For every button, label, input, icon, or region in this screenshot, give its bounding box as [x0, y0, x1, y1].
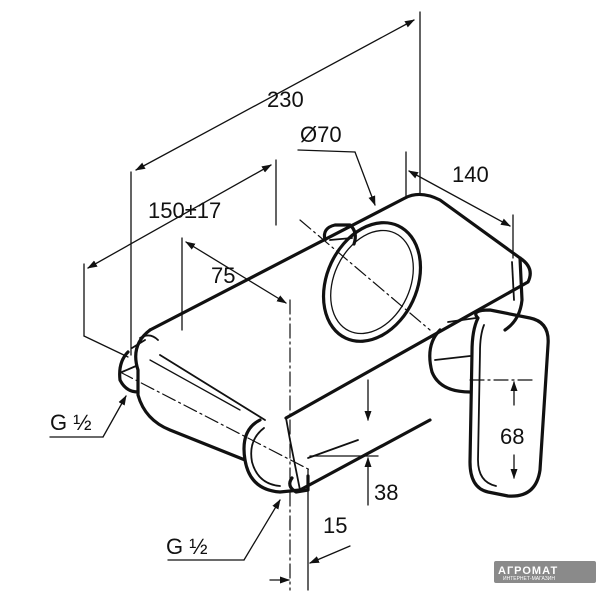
left-inlet — [118, 334, 159, 394]
dimension-150: 150±17 — [83, 159, 277, 358]
dimension-230: 230 — [130, 11, 421, 356]
dimension-diameter: Ø70 — [297, 122, 376, 206]
dimension-15: 15 — [269, 469, 351, 591]
label-inlet-bottom: G ½ — [166, 534, 208, 559]
label-140: 140 — [452, 162, 489, 187]
lever-handle — [428, 308, 550, 498]
watermark-brand: АГРОМАТ — [498, 565, 558, 577]
watermark-tagline: ИНТЕРНЕТ-МАГАЗИН — [503, 576, 555, 582]
dimension-38: 38 — [309, 379, 398, 506]
label-inlet-left: G ½ — [50, 410, 92, 435]
label-38: 38 — [374, 480, 398, 505]
label-68: 68 — [500, 424, 524, 449]
dimension-inlet-bottom: G ½ — [166, 499, 281, 561]
label-75: 75 — [211, 263, 235, 288]
label-230: 230 — [267, 87, 304, 112]
label-diameter: Ø70 — [300, 122, 342, 147]
watermark: АГРОМАТ ИНТЕРНЕТ-МАГАЗИН — [494, 561, 596, 583]
dimension-75: 75 — [181, 237, 287, 331]
dimension-140: 140 — [405, 151, 514, 259]
label-150: 150±17 — [148, 198, 221, 223]
label-15: 15 — [323, 513, 347, 538]
dimension-68: 68 — [500, 381, 524, 479]
watermark-bg — [494, 561, 596, 583]
outlet — [288, 439, 359, 494]
spindle-circle — [321, 221, 423, 343]
axis-lines — [119, 219, 537, 591]
dimension-inlet-left: G ½ — [49, 395, 127, 438]
